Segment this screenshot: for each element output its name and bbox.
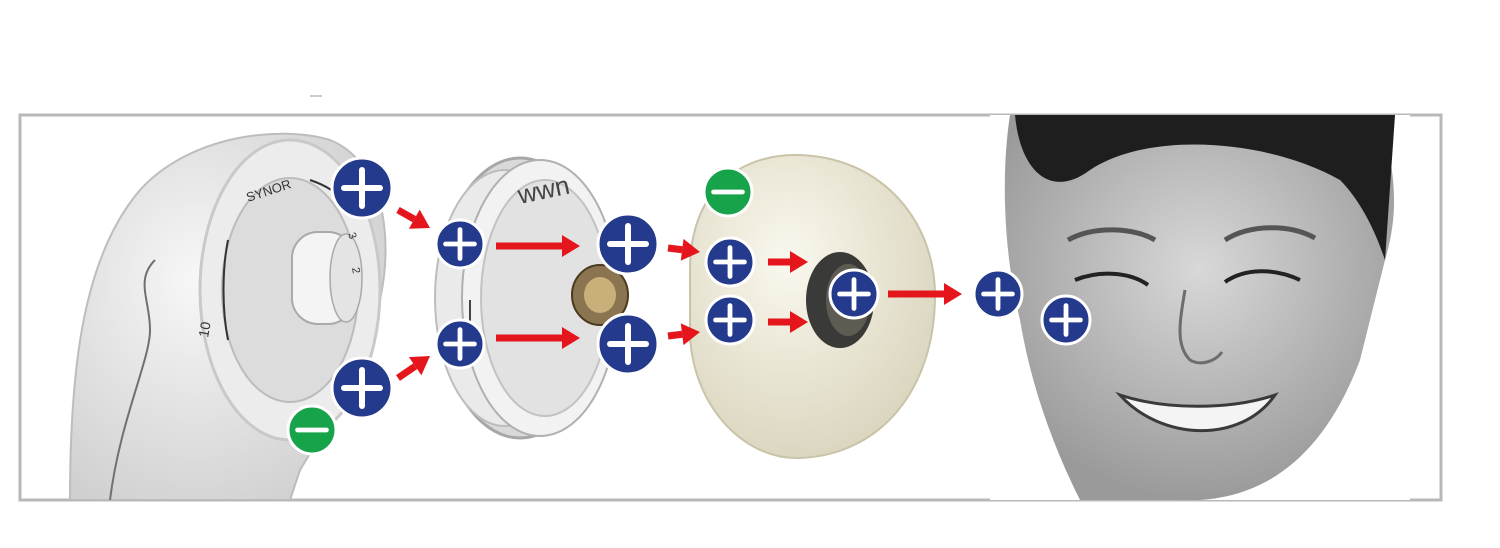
red-arrow-shaft — [396, 206, 417, 223]
right-eye — [1223, 269, 1301, 284]
positive-charge-icon — [434, 218, 486, 270]
red-arrow-head — [562, 327, 580, 349]
positive-charge-icon — [434, 318, 486, 370]
red-arrow-head — [790, 311, 808, 333]
device-dial-mark: 10 — [195, 320, 213, 338]
device-dial-mark: 2 — [349, 266, 362, 274]
red-arrow-shaft — [667, 244, 683, 254]
right-eyebrow — [1223, 225, 1317, 243]
hair — [1015, 115, 1395, 260]
red-arrow-shaft — [396, 363, 418, 381]
positive-charge-icon — [596, 212, 660, 276]
positive-charge-icon — [596, 312, 660, 376]
charge-flow-arrows — [396, 206, 962, 381]
device-dial-mark: 3 — [345, 231, 358, 241]
red-arrow-head — [944, 283, 962, 305]
red-arrow-head — [408, 356, 430, 376]
red-arrow-head — [680, 323, 700, 346]
positive-charge-icon — [972, 268, 1024, 320]
positive-charge-icon — [704, 294, 756, 346]
red-arrow-head — [562, 235, 580, 257]
left-eye — [1074, 271, 1150, 287]
left-eyebrow — [1066, 227, 1157, 243]
positive-charge-icon — [330, 156, 394, 220]
positive-charge-icon — [704, 236, 756, 288]
negative-charge-icon — [286, 404, 338, 456]
positive-charge-icon — [828, 268, 880, 320]
red-arrow-head — [408, 209, 430, 229]
red-arrow-head — [680, 238, 700, 261]
device-handle — [68, 132, 387, 500]
positive-charge-icon — [1040, 294, 1092, 346]
red-arrow-shaft — [667, 330, 683, 340]
positive-charge-icon — [330, 356, 394, 420]
red-arrow-head — [790, 251, 808, 273]
nose — [1178, 289, 1224, 365]
smile — [1115, 391, 1279, 433]
charge-badges — [286, 156, 1092, 456]
negative-charge-icon — [702, 166, 754, 218]
